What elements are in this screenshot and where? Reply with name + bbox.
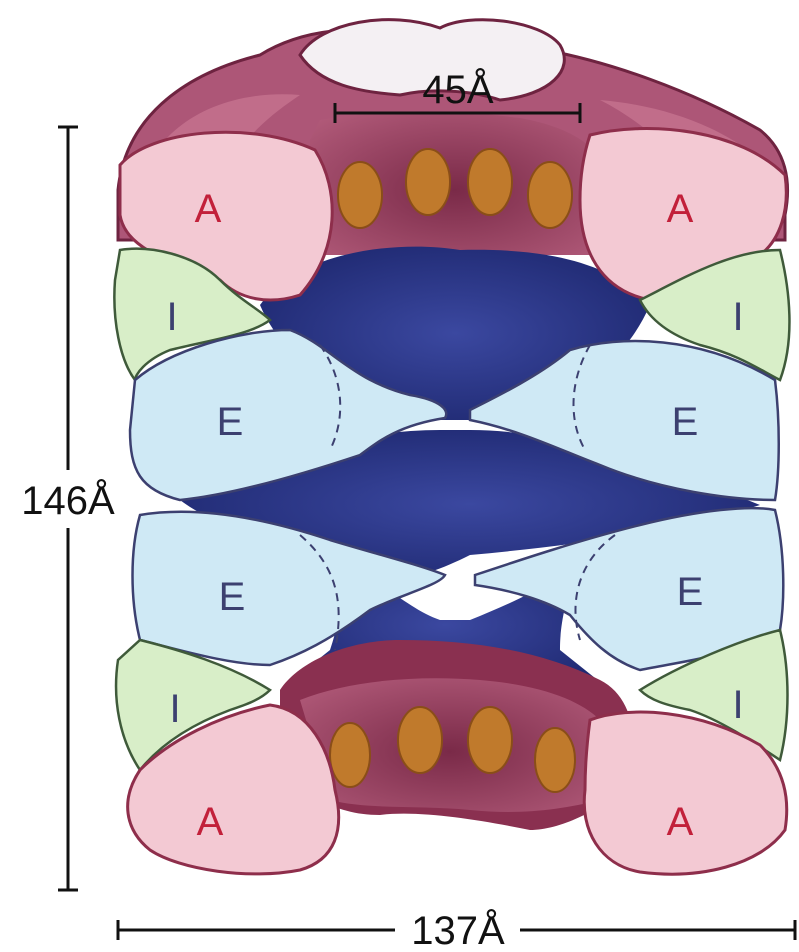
label-equatorial-bottom-left: E <box>219 575 246 619</box>
label-apical-bottom-left: A <box>197 800 224 844</box>
label-apical-top-left: A <box>195 187 222 231</box>
label-equatorial-top-right: E <box>672 400 699 444</box>
label-equatorial-top-left: E <box>217 400 244 444</box>
label-intermediate-top-right: I <box>732 295 743 339</box>
width-label: 137Å <box>411 908 505 947</box>
label-intermediate-bottom-left: I <box>169 687 180 731</box>
height-label: 146Å <box>21 478 115 523</box>
label-apical-bottom-right: A <box>667 800 694 844</box>
height-dimension: 146Å <box>21 127 115 890</box>
label-equatorial-bottom-right: E <box>677 570 704 614</box>
label-intermediate-top-left: I <box>166 295 177 339</box>
pore-width-label: 45Å <box>422 67 493 112</box>
label-apical-top-right: A <box>667 187 694 231</box>
width-dimension: 137Å <box>118 908 795 947</box>
label-intermediate-bottom-right: I <box>732 683 743 727</box>
